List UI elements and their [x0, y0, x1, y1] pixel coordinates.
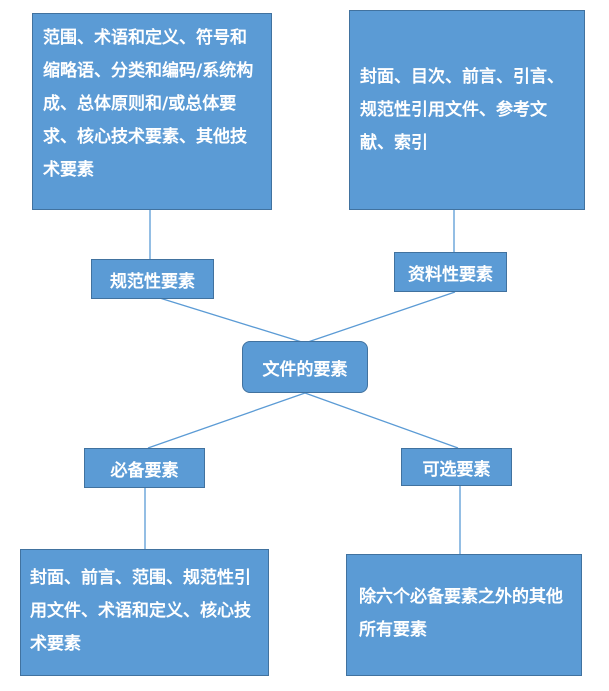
connector-center-optional	[304, 392, 459, 449]
optional-detail-box: 除六个必备要素之外的其他所有要素	[346, 554, 582, 676]
optional-category-label: 可选要素	[422, 459, 491, 480]
center-node: 文件的要素	[242, 341, 368, 393]
mandatory-detail-text: 封面、前言、范围、规范性引用文件、术语和定义、核心技术要素	[30, 568, 251, 654]
mandatory-category-label: 必备要素	[110, 460, 179, 481]
mandatory-category-box: 必备要素	[84, 448, 205, 488]
informative-detail-box: 封面、目次、前言、引言、规范性引用文件、参考文献、索引	[349, 10, 585, 210]
mandatory-detail-box: 封面、前言、范围、规范性引用文件、术语和定义、核心技术要素	[20, 549, 269, 676]
informative-category-label: 资料性要素	[408, 264, 493, 285]
normative-category-label: 规范性要素	[110, 271, 195, 292]
normative-category-box: 规范性要素	[91, 259, 214, 299]
connector-informative-center	[304, 291, 456, 344]
connector-normative-center	[149, 294, 306, 344]
normative-detail-text: 范围、术语和定义、符号和缩略语、分类和编码/系统构成、总体原则和/或总体要求、核…	[43, 28, 254, 180]
optional-category-box: 可选要素	[401, 448, 512, 486]
informative-detail-text: 封面、目次、前言、引言、规范性引用文件、参考文献、索引	[360, 67, 564, 153]
informative-category-box: 资料性要素	[394, 252, 507, 292]
connector-center-mandatory	[147, 392, 306, 449]
normative-detail-box: 范围、术语和定义、符号和缩略语、分类和编码/系统构成、总体原则和/或总体要求、核…	[32, 13, 272, 210]
center-node-label: 文件的要素	[262, 359, 348, 380]
optional-detail-text: 除六个必备要素之外的其他所有要素	[359, 587, 563, 640]
